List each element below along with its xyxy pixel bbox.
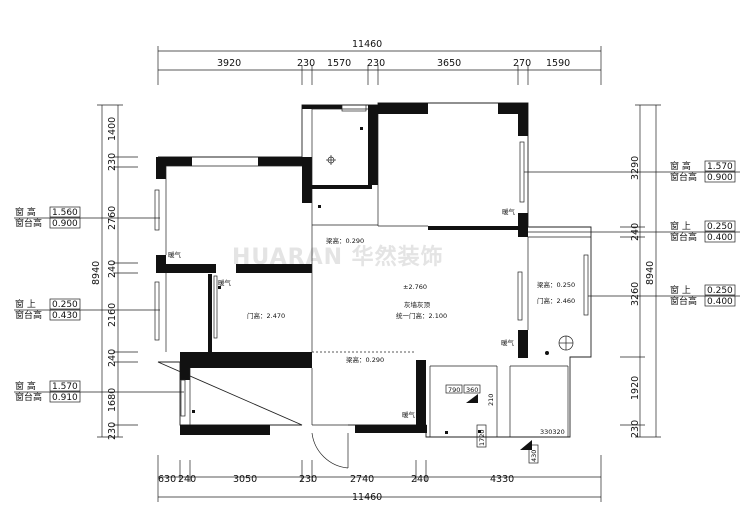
top-dim-7: 1590 [546, 58, 570, 69]
left-dimensions: 1400 230 2760 240 2160 240 1680 230 8940 [91, 104, 138, 440]
heater-label-2: 暖气 [218, 278, 232, 287]
left-dim-7: 1680 [107, 388, 118, 412]
small-dimensions: 790 360 210 1720 330320 430 [445, 384, 565, 464]
door-height-label-1: 门高：2.470 [247, 311, 285, 320]
note-value: 0.430 [52, 311, 78, 321]
top-dim-5: 3650 [437, 58, 461, 69]
note-value: 0.250 [707, 286, 733, 296]
small-dim-b: 360 [466, 386, 478, 394]
note-label: 窗台高 [670, 295, 697, 307]
beam-label-1: 梁高：0.290 [326, 236, 364, 245]
right-dim-3: 3260 [630, 282, 641, 306]
right-total-dim: 8940 [645, 261, 656, 285]
note-label: 窗 高 [15, 206, 36, 218]
note-label: 窗 高 [670, 160, 691, 172]
small-dim-f: 430 [530, 450, 538, 462]
note-value: 0.900 [707, 173, 733, 183]
right-dim-5: 230 [630, 420, 641, 438]
left-dim-5: 2160 [107, 303, 118, 327]
top-dim-1: 3920 [217, 58, 241, 69]
note-value: 1.560 [52, 208, 78, 218]
small-dim-c: 210 [487, 394, 495, 406]
note-value: 0.910 [52, 393, 78, 403]
small-dim-d: 1720 [478, 429, 486, 446]
note-label: 窗台高 [15, 309, 42, 321]
note-label: 窗 高 [15, 380, 36, 392]
window-note-left-3: 窗 高 1.570 窗台高 0.910 [14, 380, 184, 403]
note-label: 窗台高 [670, 171, 697, 183]
window-note-right-3: 窗 上 0.250 窗台高 0.400 [588, 284, 740, 307]
note-value: 0.400 [707, 297, 733, 307]
note-label: 窗 上 [15, 298, 36, 310]
beam-label-3: 梁高：0.250 [537, 280, 575, 289]
ceiling-label: 灰墙灰顶 [404, 300, 431, 309]
bottom-dim-1: 630 [158, 474, 176, 485]
bottom-dim-2: 240 [178, 474, 196, 485]
level-label: ±2.760 [403, 283, 427, 291]
window-note-right-2: 窗 上 0.250 窗台高 0.400 [528, 220, 740, 243]
heater-label-3: 暖气 [502, 207, 516, 216]
window-note-left-1: 窗 高 1.560 窗台高 0.900 [14, 206, 160, 229]
left-total-dim: 8940 [91, 261, 102, 285]
top-dim-6: 270 [513, 58, 531, 69]
interior-lines [154, 104, 591, 469]
bottom-dim-5: 2740 [350, 474, 374, 485]
left-dim-1: 1400 [107, 117, 118, 141]
top-total-dim: 11460 [352, 39, 382, 50]
bottom-dimensions: 630 240 3050 230 2740 240 4330 11460 [157, 455, 602, 503]
right-dimensions: 3290 240 3260 1920 230 8940 [620, 104, 661, 438]
note-label: 窗 上 [670, 220, 691, 232]
bottom-dim-4: 230 [299, 474, 317, 485]
bottom-dim-3: 3050 [233, 474, 257, 485]
window-note-left-2: 窗 上 0.250 窗台高 0.430 [14, 298, 160, 321]
door-height-label-2: 门高：2.460 [537, 296, 575, 305]
small-dim-e: 330320 [540, 428, 565, 436]
top-dimensions: 11460 3920 230 1570 230 3650 270 1590 [157, 39, 602, 85]
window-note-right-1: 窗 高 1.570 窗台高 0.900 [524, 160, 740, 183]
walls [156, 102, 592, 438]
top-dim-3: 1570 [327, 58, 351, 69]
left-dim-4: 240 [107, 260, 118, 278]
note-value: 0.400 [707, 233, 733, 243]
heater-label-5: 暖气 [402, 410, 416, 419]
right-dim-1: 3290 [630, 156, 641, 180]
note-label: 窗台高 [15, 217, 42, 229]
left-dim-2: 230 [107, 153, 118, 171]
note-value: 1.570 [52, 382, 78, 392]
heater-label-1: 暖气 [168, 250, 182, 259]
note-label: 窗 上 [670, 284, 691, 296]
note-label: 窗台高 [670, 231, 697, 243]
bottom-dim-6: 240 [411, 474, 429, 485]
note-value: 1.570 [707, 162, 733, 172]
note-value: 0.250 [707, 222, 733, 232]
beam-label-2: 梁高：0.290 [346, 355, 384, 364]
left-dim-8: 230 [107, 422, 118, 440]
bottom-total-dim: 11460 [352, 492, 382, 503]
unified-door-label: 统一门高：2.100 [396, 311, 447, 320]
right-dim-4: 1920 [630, 376, 641, 400]
heater-label-4: 暖气 [501, 338, 515, 347]
note-value: 0.250 [52, 300, 78, 310]
top-dim-4: 230 [367, 58, 385, 69]
note-value: 0.900 [52, 219, 78, 229]
left-dim-6: 240 [107, 349, 118, 367]
bottom-dim-7: 4330 [490, 474, 514, 485]
top-dim-2: 230 [297, 58, 315, 69]
small-dim-a: 790 [448, 386, 460, 394]
note-label: 窗台高 [15, 391, 42, 403]
